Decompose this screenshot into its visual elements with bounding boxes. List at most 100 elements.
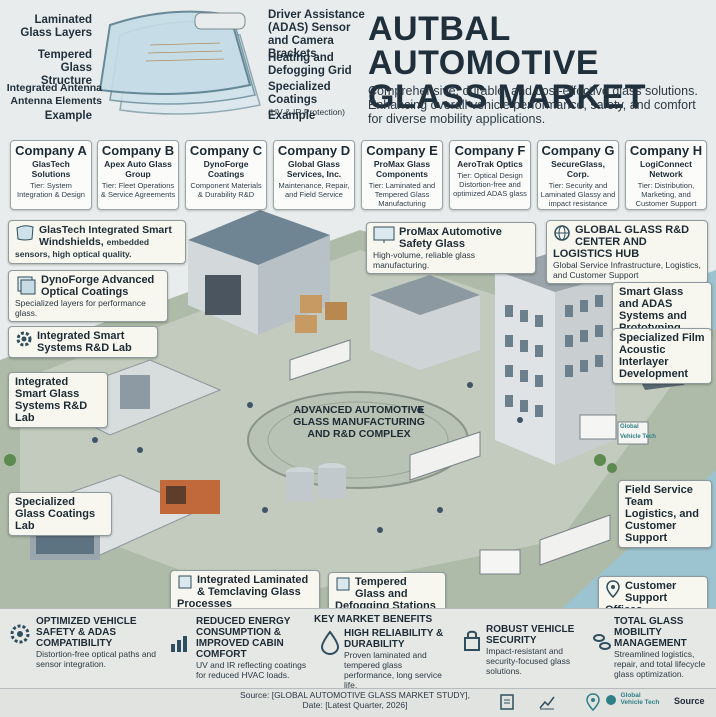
company-name: Company D [277, 143, 351, 158]
source-label: Source [674, 696, 705, 706]
adas-proto-title: Smart Glass and ADAS Systems and Prototy… [619, 286, 687, 334]
title-line-1: AUTBAL AUTOMOTIVE [368, 10, 600, 82]
example-left-label: Example [44, 110, 92, 122]
dynoforge-desc: Specialized layers for performance glass… [15, 298, 146, 318]
company-tier: Tier: System Integration & Design [17, 181, 85, 199]
company-tier: Tier: Security and Laminated Glassy and … [540, 181, 616, 208]
benefit-title: ROBUST VEHICLE SECURITY [486, 624, 575, 646]
company-card-e: Company E ProMax Glass Components Tier: … [361, 140, 443, 210]
company-tier: Tier: Laminated and Tempered Glass Manuf… [368, 181, 436, 208]
company-card-f: Company F AeroTrak Optics Tier: Optical … [449, 140, 531, 210]
company-name: Company A [15, 143, 87, 158]
global-hub-label: GLOBAL GLASS R&D CENTER AND LOGISTICS HU… [546, 220, 708, 284]
coatings-lab-title: Specialized Glass Coatings Lab [15, 496, 96, 532]
smart-systems-lab-label: Integrated Smart Systems R&D Lab [8, 326, 158, 358]
field-service-label: Field Service Team Logistics, and Custom… [618, 480, 712, 548]
benefit-desc: Streamlined logistics, repair, and total… [614, 649, 706, 679]
company-tier: Component Materials & Durability R&D [190, 181, 262, 199]
glastech-desc: embedded sensors, high optical quality. [15, 237, 150, 259]
benefit-title: HIGH RELIABILITY & DURABILITY [344, 628, 444, 650]
company-tier: Tier: Distribution, Marketing, and Custo… [635, 181, 697, 208]
document-icon [498, 693, 516, 716]
promax-label: ProMax Automotive Safety Glass High-volu… [366, 222, 536, 274]
coatings-callout: Specialized Coatings (UV & IR Protection… [268, 81, 368, 117]
chart-icon [168, 630, 192, 659]
trend-chart-icon [538, 693, 556, 716]
promax-desc: High-volume, reliable glass manufacturin… [373, 250, 476, 270]
antenna-callout: Integrated Antenna Antenna Elements [4, 82, 102, 108]
company-name: Company C [189, 143, 263, 158]
coatings-lab-label: Specialized Glass Coatings Lab [8, 492, 112, 536]
drop-icon [320, 630, 340, 661]
company-sub: SecureGlass, Corp. [551, 159, 605, 179]
tempered-label: Tempered Glass Structure [37, 49, 92, 87]
company-card-c: Company C DynoForge Coatings Component M… [185, 140, 267, 210]
location-pin-icon [586, 693, 600, 716]
company-sub: Apex Auto Glass Group [104, 159, 172, 179]
film-title: Specialized Film Acoustic Interlayer Dev… [619, 332, 705, 380]
factory-scene-illustration [0, 210, 716, 610]
company-sub: Global Glass Services, Inc. [286, 159, 342, 179]
glastech-label: GlasTech Integrated Smart Windshields, e… [8, 220, 186, 264]
company-sub: DynoForge Coatings [203, 159, 249, 179]
benefit-desc: UV and IR reflecting coatings for reduce… [196, 660, 307, 680]
page-subtitle: Comprehensive, durable, and cost-effecti… [368, 84, 698, 126]
smart-lab-2-title: Integrated Smart Glass Systems R&D Lab [15, 376, 88, 424]
footer-logo: Global Vehicle Tech [606, 691, 666, 709]
company-name: Company B [101, 143, 175, 158]
company-name: Company H [629, 143, 703, 158]
coatings-label: Specialized Coatings [268, 81, 331, 106]
film-dev-label: Specialized Film Acoustic Interlayer Dev… [612, 328, 712, 384]
company-tier: Tier: Fleet Operations & Service Agreeme… [100, 181, 176, 199]
layers-icon [15, 274, 37, 296]
windshield-icon [15, 224, 35, 242]
benefit-title: OPTIMIZED VEHICLE SAFETY & ADAS COMPATIB… [36, 616, 137, 649]
benefit-item-reliability: HIGH RELIABILITY & DURABILITY Proven lam… [320, 628, 450, 690]
company-tier: Maintenance, Repair, and Field Service [278, 181, 350, 199]
company-sub: ProMax Glass Components [373, 159, 431, 179]
adas-callout: Driver Assistance (ADAS) Sensor and Came… [268, 9, 368, 61]
laminated-label: Laminated Glass Layers [20, 14, 92, 39]
company-name: Company E [366, 143, 438, 158]
benefit-desc: Proven laminated and tempered glass perf… [344, 650, 442, 690]
adas-label: Driver Assistance (ADAS) Sensor and Came… [268, 9, 365, 60]
company-tier: Tier: Optical Design Distortion-free and… [453, 171, 527, 198]
source-line-1: Source: [GLOBAL AUTOMOTIVE GLASS MARKET … [240, 690, 470, 700]
monitor-icon [373, 226, 395, 244]
promax-title: ProMax Automotive Safety Glass [399, 226, 502, 250]
glastech-title: GlasTech Integrated [39, 224, 140, 236]
company-card-b: Company B Apex Auto Glass Group Tier: Fl… [97, 140, 179, 210]
benefits-section [0, 608, 716, 689]
laminated-processes-label: Integrated Laminated & Temclaving Glass … [170, 570, 320, 614]
complex-title: ADVANCED AUTOMOTIVE GLASS MANUFACTURING … [293, 404, 425, 440]
benefit-item-safety: OPTIMIZED VEHICLE SAFETY & ADAS COMPATIB… [8, 616, 158, 669]
benefit-title: REDUCED ENERGY CONSUMPTION & IMPROVED CA… [196, 616, 291, 660]
dynoforge-label: DynoForge Advanced Optical Coatings Spec… [8, 270, 168, 322]
benefit-item-energy: REDUCED ENERGY CONSUMPTION & IMPROVED CA… [168, 616, 318, 680]
page-title: AUTBAL AUTOMOTIVE GLASS MARKET [368, 12, 708, 114]
heating-callout: Heating and Defogging Grid [268, 52, 368, 78]
dynoforge-title: DynoForge Advanced Optical Coatings [41, 274, 155, 298]
company-name: Company F [454, 143, 526, 158]
gear-shield-icon [8, 622, 32, 655]
coatings-sub-label: (UV & IR Protection) [268, 107, 345, 117]
smart-glass-lab-label: Integrated Smart Glass Systems R&D Lab [8, 372, 108, 428]
chain-icon [592, 630, 612, 659]
glass-pane-icon [177, 574, 193, 590]
title-line-2: GLASS MARKET [368, 78, 646, 116]
tempered-glass-callout: Tempered Glass Structure [8, 49, 92, 88]
glass-pane-icon [335, 576, 351, 592]
company-sub: AeroTrak Optics [457, 159, 523, 169]
benefit-desc: Impact-resistant and security-focused gl… [486, 646, 571, 676]
company-card-g: Company G SecureGlass, Corp. Tier: Secur… [537, 140, 619, 210]
global-desc: Global Service Infrastructure, Logistics… [553, 260, 701, 280]
company-name: Company G [541, 143, 615, 158]
gear-icon [15, 330, 33, 348]
logo-text: Global Vehicle Tech [620, 692, 660, 706]
lock-icon [462, 628, 482, 657]
source-line-2: Date: [Latest Quarter, 2026] [302, 700, 408, 710]
laminated-glass-callout: Laminated Glass Layers [8, 14, 92, 40]
example-right-callout: Example [268, 110, 358, 123]
logo-icon [606, 695, 616, 705]
example-right-label: Example [268, 110, 316, 122]
